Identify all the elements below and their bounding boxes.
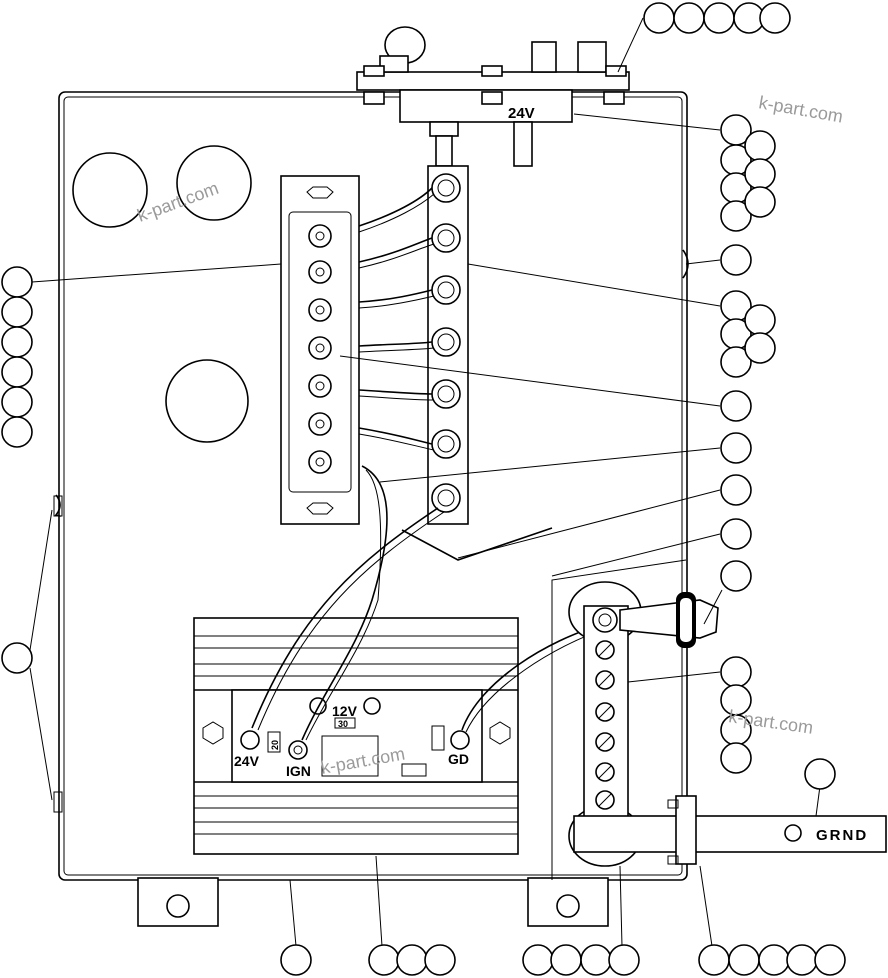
knockout-hole-2	[176, 145, 252, 221]
top-switch-1	[531, 41, 557, 73]
terminal-ign-label: IGN	[286, 763, 311, 779]
terminal-24v-post	[240, 730, 260, 750]
box-30	[334, 717, 356, 729]
terminal-12v-right-post	[363, 697, 381, 715]
terminal-gd-post	[450, 730, 470, 750]
knockout-hole-3	[165, 359, 249, 443]
top-nut-3	[605, 65, 627, 77]
ground-bar-hole	[784, 824, 802, 842]
mounting-hole-right	[556, 894, 580, 918]
ground-bar	[573, 815, 887, 853]
bottom-nut-1	[363, 91, 385, 105]
watermark-2: k-part.com	[757, 92, 844, 126]
fuse-block-bottom-bolt	[306, 502, 334, 515]
mounting-foot-right	[527, 877, 609, 927]
leader-lines	[29, 17, 821, 947]
bottom-nut-2	[481, 91, 503, 105]
top-knob-base	[379, 55, 409, 73]
ground-bracket-outline	[551, 559, 687, 880]
fuse-block-window	[288, 211, 352, 493]
callout-bubbles	[1, 2, 846, 976]
stud-right	[513, 121, 533, 167]
terminal-12v-label: 12V	[332, 703, 358, 719]
converter-bolt-right	[489, 721, 511, 745]
box-20-label: 20	[270, 740, 280, 750]
top-nut-1	[363, 65, 385, 77]
watermark-1: k-part.com	[135, 178, 222, 226]
ground-top-terminal	[592, 607, 618, 633]
mounting-hole-left	[166, 894, 190, 918]
bracket-edge	[401, 527, 553, 561]
mounting-foot-left	[137, 877, 219, 927]
ground-clamp	[675, 795, 697, 865]
top-switch-2	[577, 41, 607, 73]
stud-base-left	[429, 121, 459, 137]
terminal-ign-post	[288, 740, 308, 760]
wire-24v	[251, 507, 439, 729]
terminal-24v-label: 24V	[234, 753, 260, 769]
jumper-wires	[358, 187, 435, 451]
converter-bolt-left	[202, 721, 224, 745]
hinge-upper-body	[53, 495, 63, 517]
supply-terminal-block	[399, 89, 573, 123]
supply-voltage-label: 24V	[508, 105, 535, 122]
bottom-nut-3	[603, 91, 625, 105]
hinge-lower-body	[53, 791, 63, 813]
top-nut-2	[481, 65, 503, 77]
box-20	[267, 731, 281, 753]
stud-left	[435, 135, 453, 167]
box-30-label: 30	[338, 719, 348, 729]
ground-bar-label: GRND	[816, 827, 868, 844]
bus-bar-ring-terminals	[431, 173, 461, 513]
fuse-block-top-bolt	[306, 186, 334, 199]
knockout-hole-1	[72, 152, 148, 228]
converter-fuse	[431, 725, 445, 751]
converter-indicator	[401, 763, 427, 777]
terminal-gd-label: GD	[448, 751, 469, 767]
fuse-block-terminals	[308, 224, 332, 474]
converter-label-plate	[321, 735, 379, 777]
wire-ign	[301, 465, 388, 741]
ground-bus-screws	[595, 640, 615, 810]
